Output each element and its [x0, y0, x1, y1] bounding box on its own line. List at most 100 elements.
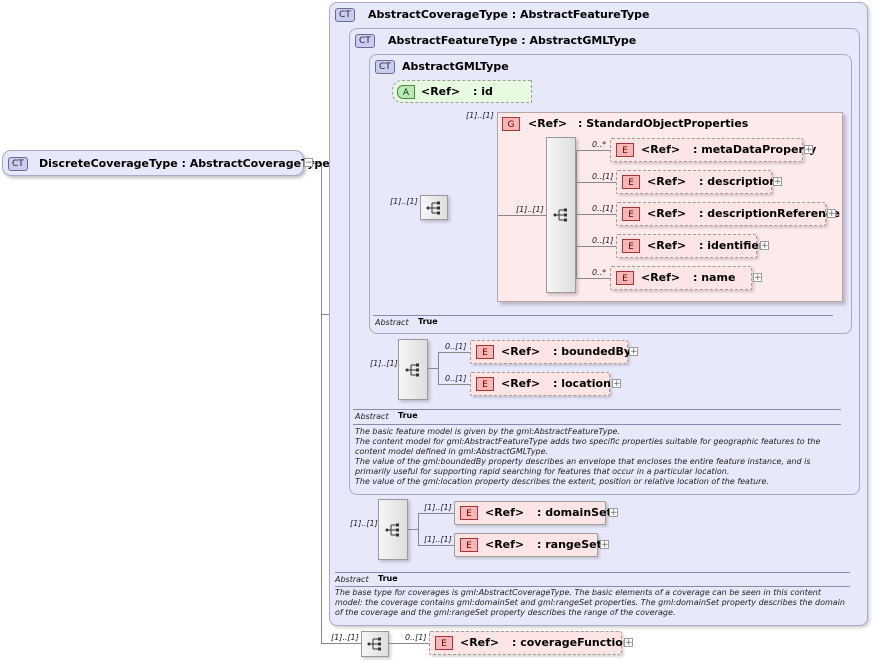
element-icon: E [616, 143, 634, 157]
element-name: : coverageFunction [512, 636, 631, 649]
complex-type-icon: CT [8, 157, 28, 171]
element-coveragefunction[interactable]: E <Ref> : coverageFunction [429, 631, 631, 655]
connector [438, 352, 439, 384]
expand-plus-icon[interactable]: + [827, 209, 836, 219]
expand-plus-icon[interactable]: + [624, 638, 633, 648]
sequence-compositor-icon [553, 208, 567, 222]
cardinality: [1]..[1] [424, 503, 452, 512]
element-boundedby[interactable]: E <Ref> : boundedBy [470, 340, 632, 364]
expand-plus-icon[interactable]: + [773, 177, 782, 187]
sequence-compositor[interactable] [420, 195, 448, 220]
collapse-icon[interactable]: − [304, 158, 313, 168]
connector [498, 215, 546, 216]
element-name: : description [699, 175, 778, 188]
sequence-compositor[interactable] [398, 339, 428, 400]
connector [389, 643, 429, 644]
cardinality: 0..[1] [592, 236, 614, 245]
ref-label: <Ref> [647, 239, 687, 252]
element-domainset[interactable]: E <Ref> : domainSet [454, 501, 612, 525]
sequence-compositor[interactable] [361, 631, 389, 657]
expand-plus-icon[interactable]: + [600, 540, 609, 550]
expand-plus-icon[interactable]: + [760, 241, 769, 251]
cardinality: [1]..[1] [390, 197, 418, 206]
expand-plus-icon[interactable]: + [609, 508, 618, 518]
sequence-compositor-icon [405, 363, 419, 376]
abstract-value: True [418, 317, 438, 326]
cardinality: [1]..[1] [370, 359, 398, 368]
element-name: : descriptionReference [699, 207, 840, 220]
documentation: The basic feature model is given by the … [355, 427, 833, 487]
complex-type-icon: CT [375, 60, 395, 74]
abstract-feature-title: AbstractFeatureType : AbstractGMLType [388, 34, 637, 47]
abstract-label: Abstract [375, 318, 409, 327]
sequence-compositor[interactable] [546, 137, 576, 293]
abstract-label: Abstract [355, 412, 389, 421]
abstract-value: True [378, 574, 398, 583]
abstract-coverage-title: AbstractCoverageType : AbstractFeatureTy… [368, 8, 650, 21]
abstract-value: True [398, 411, 418, 420]
cardinality: [1]..[1] [516, 205, 544, 214]
expand-plus-icon[interactable]: + [804, 145, 813, 155]
connector [576, 214, 616, 215]
connector [576, 150, 610, 151]
ref-label: <Ref> [501, 377, 541, 390]
ref-label: <Ref> [641, 271, 681, 284]
connector [438, 384, 470, 385]
sequence-compositor[interactable] [378, 499, 408, 560]
group-name: : StandardObjectProperties [578, 117, 749, 130]
cardinality: [1]..[1] [424, 535, 452, 544]
ref-label: <Ref> [460, 636, 500, 649]
ref-label: <Ref> [647, 207, 687, 220]
connector [321, 314, 331, 315]
element-icon: E [435, 636, 453, 650]
doc-line: The value of the gml:boundedBy property … [355, 457, 811, 476]
cardinality: [1]..[1] [331, 633, 359, 642]
element-icon: E [476, 377, 494, 391]
connector [321, 643, 361, 644]
expand-plus-icon[interactable]: + [612, 379, 621, 389]
element-name: : name [693, 271, 736, 284]
complex-type-icon: CT [335, 8, 355, 22]
element-identifier[interactable]: E <Ref> : identifier [616, 234, 764, 258]
element-descriptionreference[interactable]: E <Ref> : descriptionReference [616, 202, 840, 226]
separator [373, 315, 833, 316]
connector [408, 529, 418, 530]
expand-plus-icon[interactable]: + [629, 347, 638, 357]
expand-plus-icon[interactable]: + [753, 273, 762, 283]
element-description[interactable]: E <Ref> : description [616, 170, 777, 194]
element-name: : boundedBy [553, 345, 632, 358]
element-icon: E [622, 239, 640, 253]
ref-label: <Ref> [485, 506, 525, 519]
doc-line: The content model for gml:AbstractFeatur… [355, 437, 821, 456]
ref-label: <Ref> [641, 143, 681, 156]
ref-label: <Ref> [501, 345, 541, 358]
element-name: : location [553, 377, 611, 390]
cardinality: [1]..[1] [350, 519, 378, 528]
element-name: : domainSet [537, 506, 612, 519]
connector [418, 545, 454, 546]
element-name-ref[interactable]: E <Ref> : name [610, 266, 752, 290]
connector [309, 163, 321, 164]
cardinality: [1]..[1] [466, 111, 494, 120]
ref-label: <Ref> [485, 538, 525, 551]
element-icon: E [622, 175, 640, 189]
attribute-name: : id [473, 85, 493, 98]
root-complex-type[interactable]: CT DiscreteCoverageType : AbstractCovera… [2, 150, 330, 176]
sequence-compositor-icon [385, 523, 399, 536]
element-rangeset[interactable]: E <Ref> : rangeSet [454, 533, 602, 557]
cardinality: 0..[1] [445, 374, 467, 383]
connector [418, 513, 419, 545]
cardinality: 0..[1] [405, 633, 427, 642]
ref-label: <Ref> [647, 175, 687, 188]
attribute-id[interactable]: A <Ref> : id [392, 80, 532, 103]
element-icon: E [622, 207, 640, 221]
cardinality: 0..[1] [445, 342, 467, 351]
separator [353, 424, 841, 425]
element-name: : identifier [699, 239, 765, 252]
element-metadataproperty[interactable]: E <Ref> : metaDataProperty [610, 138, 816, 162]
attribute-icon: A [397, 85, 415, 99]
cardinality: 0..[1] [592, 204, 614, 213]
element-icon: E [460, 538, 478, 552]
connector [438, 352, 470, 353]
element-location[interactable]: E <Ref> : location [470, 372, 611, 396]
